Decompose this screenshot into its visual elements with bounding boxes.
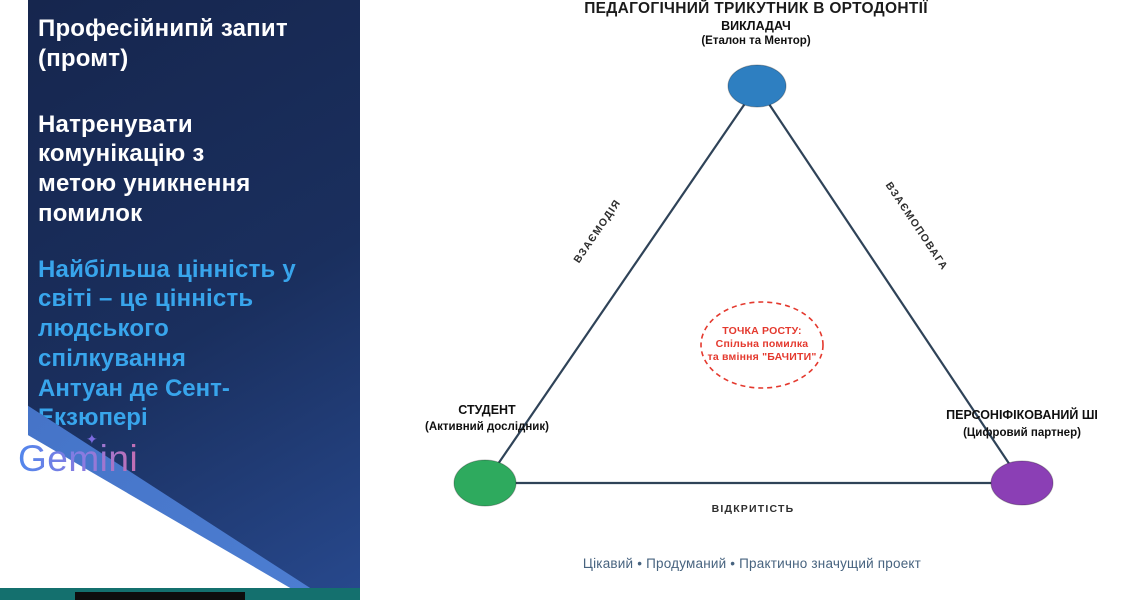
teacher-sublabel: (Еталон та Ментор) — [701, 35, 811, 47]
diagram-title: ПЕДАГОГІЧНИЙ ТРИКУТНИК В ОРТОДОНТІЇ — [584, 0, 928, 17]
gemini-logo: Gemini — [18, 438, 139, 479]
teacher-label: ВИКЛАДАЧ — [721, 19, 791, 33]
prompt-title: Професійнипй запит (промт) — [38, 15, 288, 72]
quote-author: Антуан де Сент- Екзюпері — [38, 374, 230, 432]
growth-point-line2: Спільна помилка — [716, 338, 809, 350]
edge-bottom-label: ВІДКРИТІСТЬ — [712, 503, 795, 515]
growth-point-line3: та вміння "БАЧИТИ" — [708, 351, 817, 363]
bottom-black-strip — [75, 592, 245, 600]
ai-label: ПЕРСОНІФІКОВАНИЙ ШІ — [946, 407, 1098, 422]
teacher-node — [727, 64, 787, 108]
triangle-edge-left — [484, 85, 758, 484]
edge-left-label: ВЗАЄМОДІЯ — [571, 197, 623, 265]
student-label: СТУДЕНТ — [458, 403, 516, 417]
ai-node — [990, 460, 1054, 506]
student-sublabel: (Активний дослідник) — [425, 421, 549, 433]
gemini-sparkle-icon: ✦ — [86, 431, 98, 447]
sidebar-panel: Професійнипй запит (промт) Натренувати к… — [28, 0, 360, 588]
quote-text: Найбільша цінність у світі – це цінність… — [38, 255, 296, 372]
diagram-caption: Цікавий • Продуманий • Практично значущи… — [583, 556, 921, 571]
ai-sublabel: (Цифровий партнер) — [963, 427, 1081, 439]
student-node — [453, 459, 517, 507]
triangle-diagram: ПЕДАГОГІЧНИЙ ТРИКУТНИК В ОРТОДОНТІЇ ВИКЛ… — [425, 0, 1098, 571]
growth-point-line1: ТОЧКА РОСТУ: — [722, 325, 802, 337]
task-text: Натренувати комунікацію з метою уникненн… — [38, 110, 251, 227]
triangle-edge-right — [756, 85, 1023, 484]
edge-right-label: ВЗАЄМОПОВАГА — [883, 180, 950, 273]
growth-point-ellipse — [700, 301, 824, 389]
